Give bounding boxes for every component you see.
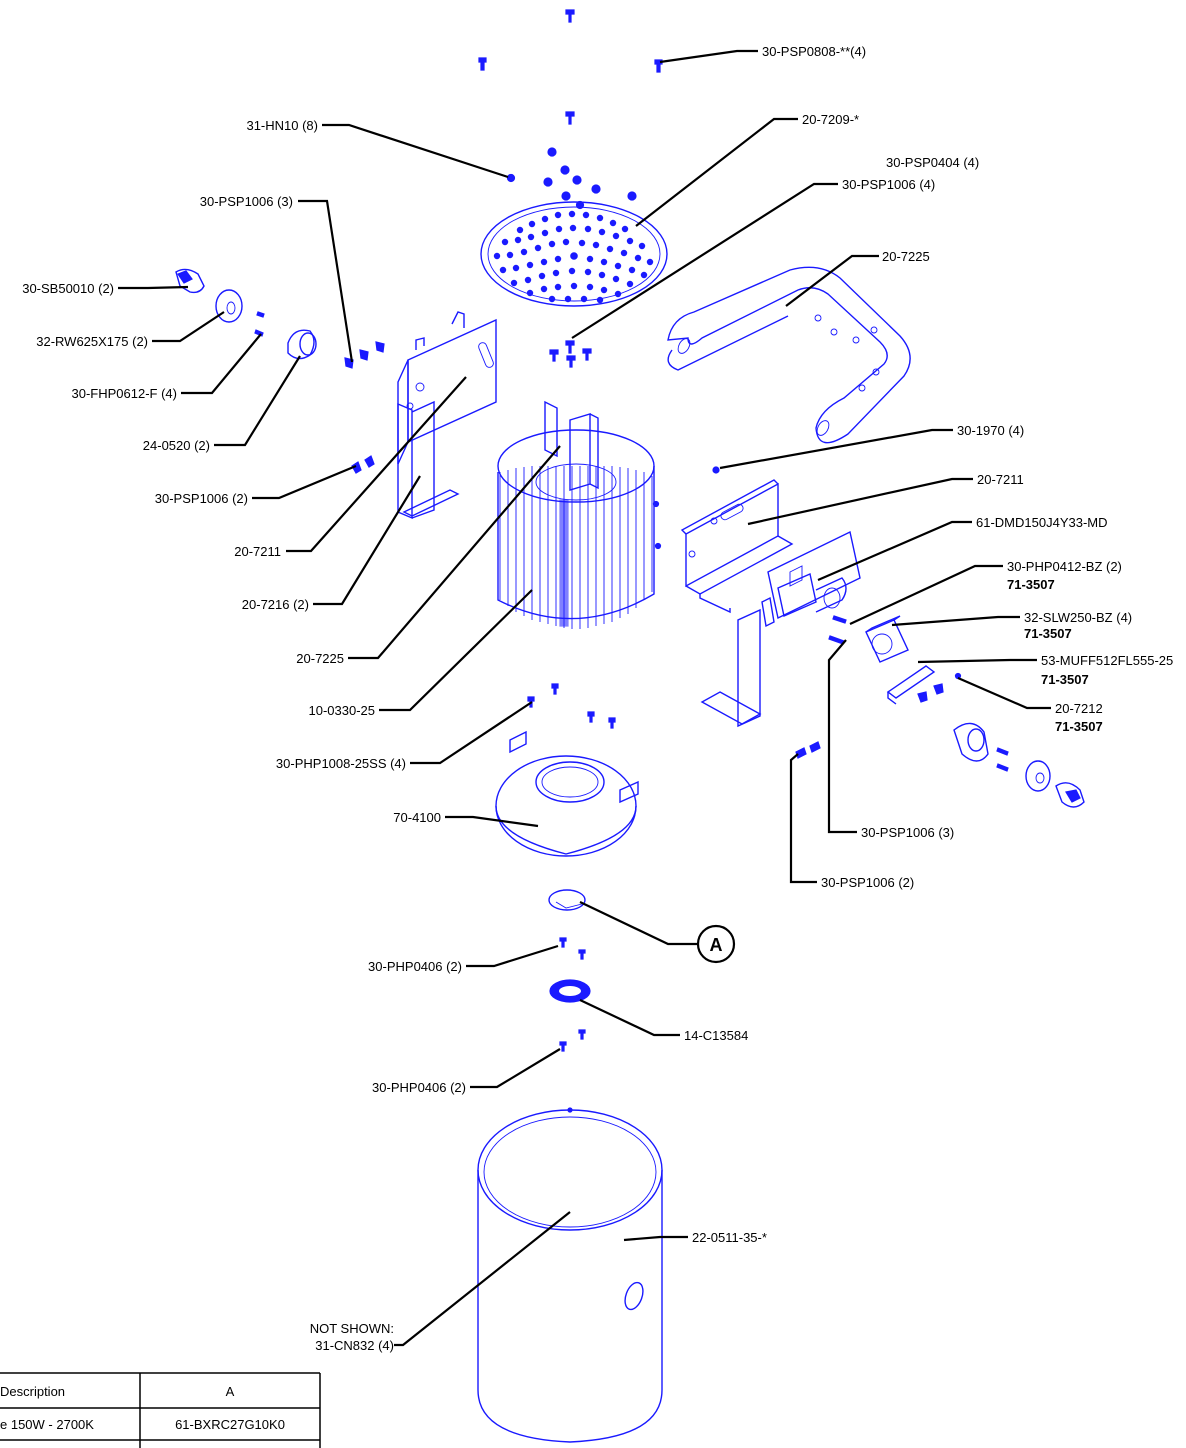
yoke <box>667 266 911 444</box>
label-spacer: 24-0520 (2) <box>143 438 210 453</box>
ring-screws <box>527 683 616 729</box>
label-php0406-upper: 30-PHP0406 (2) <box>368 959 462 974</box>
label-heatsink: 10-0330-25 <box>309 703 376 718</box>
label-fan-kit: 71-3507 <box>1041 672 1089 687</box>
label-psp0808: 30-PSP0808-**(4) <box>762 44 866 59</box>
center-screws <box>549 340 592 368</box>
table-header-a: A <box>226 1384 235 1399</box>
right-bracket-driver <box>680 479 861 728</box>
nut-30-1970 <box>712 466 720 474</box>
label-fan-plate: 20-7212 <box>1055 701 1103 716</box>
label-fan-plate-kit: 71-3507 <box>1055 719 1103 734</box>
socket-plate <box>548 889 586 911</box>
label-lamp-holder: 14-C13584 <box>684 1028 748 1043</box>
label-psp1006-mid-left: 30-PSP1006 (2) <box>155 491 248 506</box>
label-housing-ring: 70-4100 <box>393 810 441 825</box>
label-nut-1970: 30-1970 (4) <box>957 423 1024 438</box>
label-hn10: 31-HN10 (8) <box>246 118 318 133</box>
label-php0412-kit: 71-3507 <box>1007 577 1055 592</box>
label-fhp0612: 30-FHP0612-F (4) <box>72 386 177 401</box>
lamp-holder <box>549 979 591 1003</box>
shroud-cylinder <box>477 1107 663 1443</box>
left-knob-hardware <box>175 268 385 474</box>
label-bracket-left: 20-7211 <box>234 544 281 559</box>
label-bracket-right: 20-7211 <box>977 472 1024 487</box>
fan-assembly <box>828 615 1085 808</box>
small-screws <box>559 937 586 1052</box>
callout-a-circle <box>696 924 736 964</box>
label-not-shown-part: 31-CN832 (4) <box>315 1338 394 1353</box>
callout-a-label: A <box>710 935 723 955</box>
label-slw250: 32-SLW250-BZ (4) <box>1024 610 1132 625</box>
hex-nuts <box>506 147 637 210</box>
label-psp1006-left: 30-PSP1006 (3) <box>200 194 293 209</box>
label-psp0404: 30-PSP0404 (4) <box>886 155 979 170</box>
left-bracket <box>397 311 497 520</box>
label-psp1006-lower-3: 30-PSP1006 (3) <box>861 825 954 840</box>
label-rw625: 32-RW625X175 (2) <box>36 334 148 349</box>
reflector-plate <box>480 201 668 307</box>
label-php1008: 30-PHP1008-25SS (4) <box>276 756 406 771</box>
label-php0406-lower: 30-PHP0406 (2) <box>372 1080 466 1095</box>
label-psp1006-top-right: 30-PSP1006 (4) <box>842 177 935 192</box>
label-reflector: 20-7209-* <box>802 112 859 127</box>
label-yoke-left: 20-7225 <box>296 651 344 666</box>
label-not-shown: NOT SHOWN: <box>310 1321 394 1336</box>
lower-right-screws <box>795 741 821 759</box>
label-php0412: 30-PHP0412-BZ (2) <box>1007 559 1122 574</box>
label-yoke: 20-7225 <box>882 249 930 264</box>
housing-ring <box>495 730 639 857</box>
table-cell-a: 61-BXRC27G10K0 <box>175 1417 285 1432</box>
top-screws <box>478 9 663 125</box>
table-header-description: Description <box>0 1384 65 1399</box>
label-sb50010: 30-SB50010 (2) <box>22 281 114 296</box>
label-fan: 53-MUFF512FL555-25 <box>1041 653 1173 668</box>
table-cell-description: e 150W - 2700K <box>0 1417 94 1432</box>
label-shroud: 22-0511-35-* <box>692 1230 767 1245</box>
label-slw250-kit: 71-3507 <box>1024 626 1072 641</box>
parts-table: Description A e 150W - 2700K 61-BXRC27G1… <box>0 1372 321 1448</box>
label-bracket-7216: 20-7216 (2) <box>242 597 309 612</box>
leader-lines <box>118 49 1051 1347</box>
heatsink <box>497 400 662 629</box>
label-driver: 61-DMD150J4Y33-MD <box>976 515 1108 530</box>
label-psp1006-lower-2: 30-PSP1006 (2) <box>821 875 914 890</box>
